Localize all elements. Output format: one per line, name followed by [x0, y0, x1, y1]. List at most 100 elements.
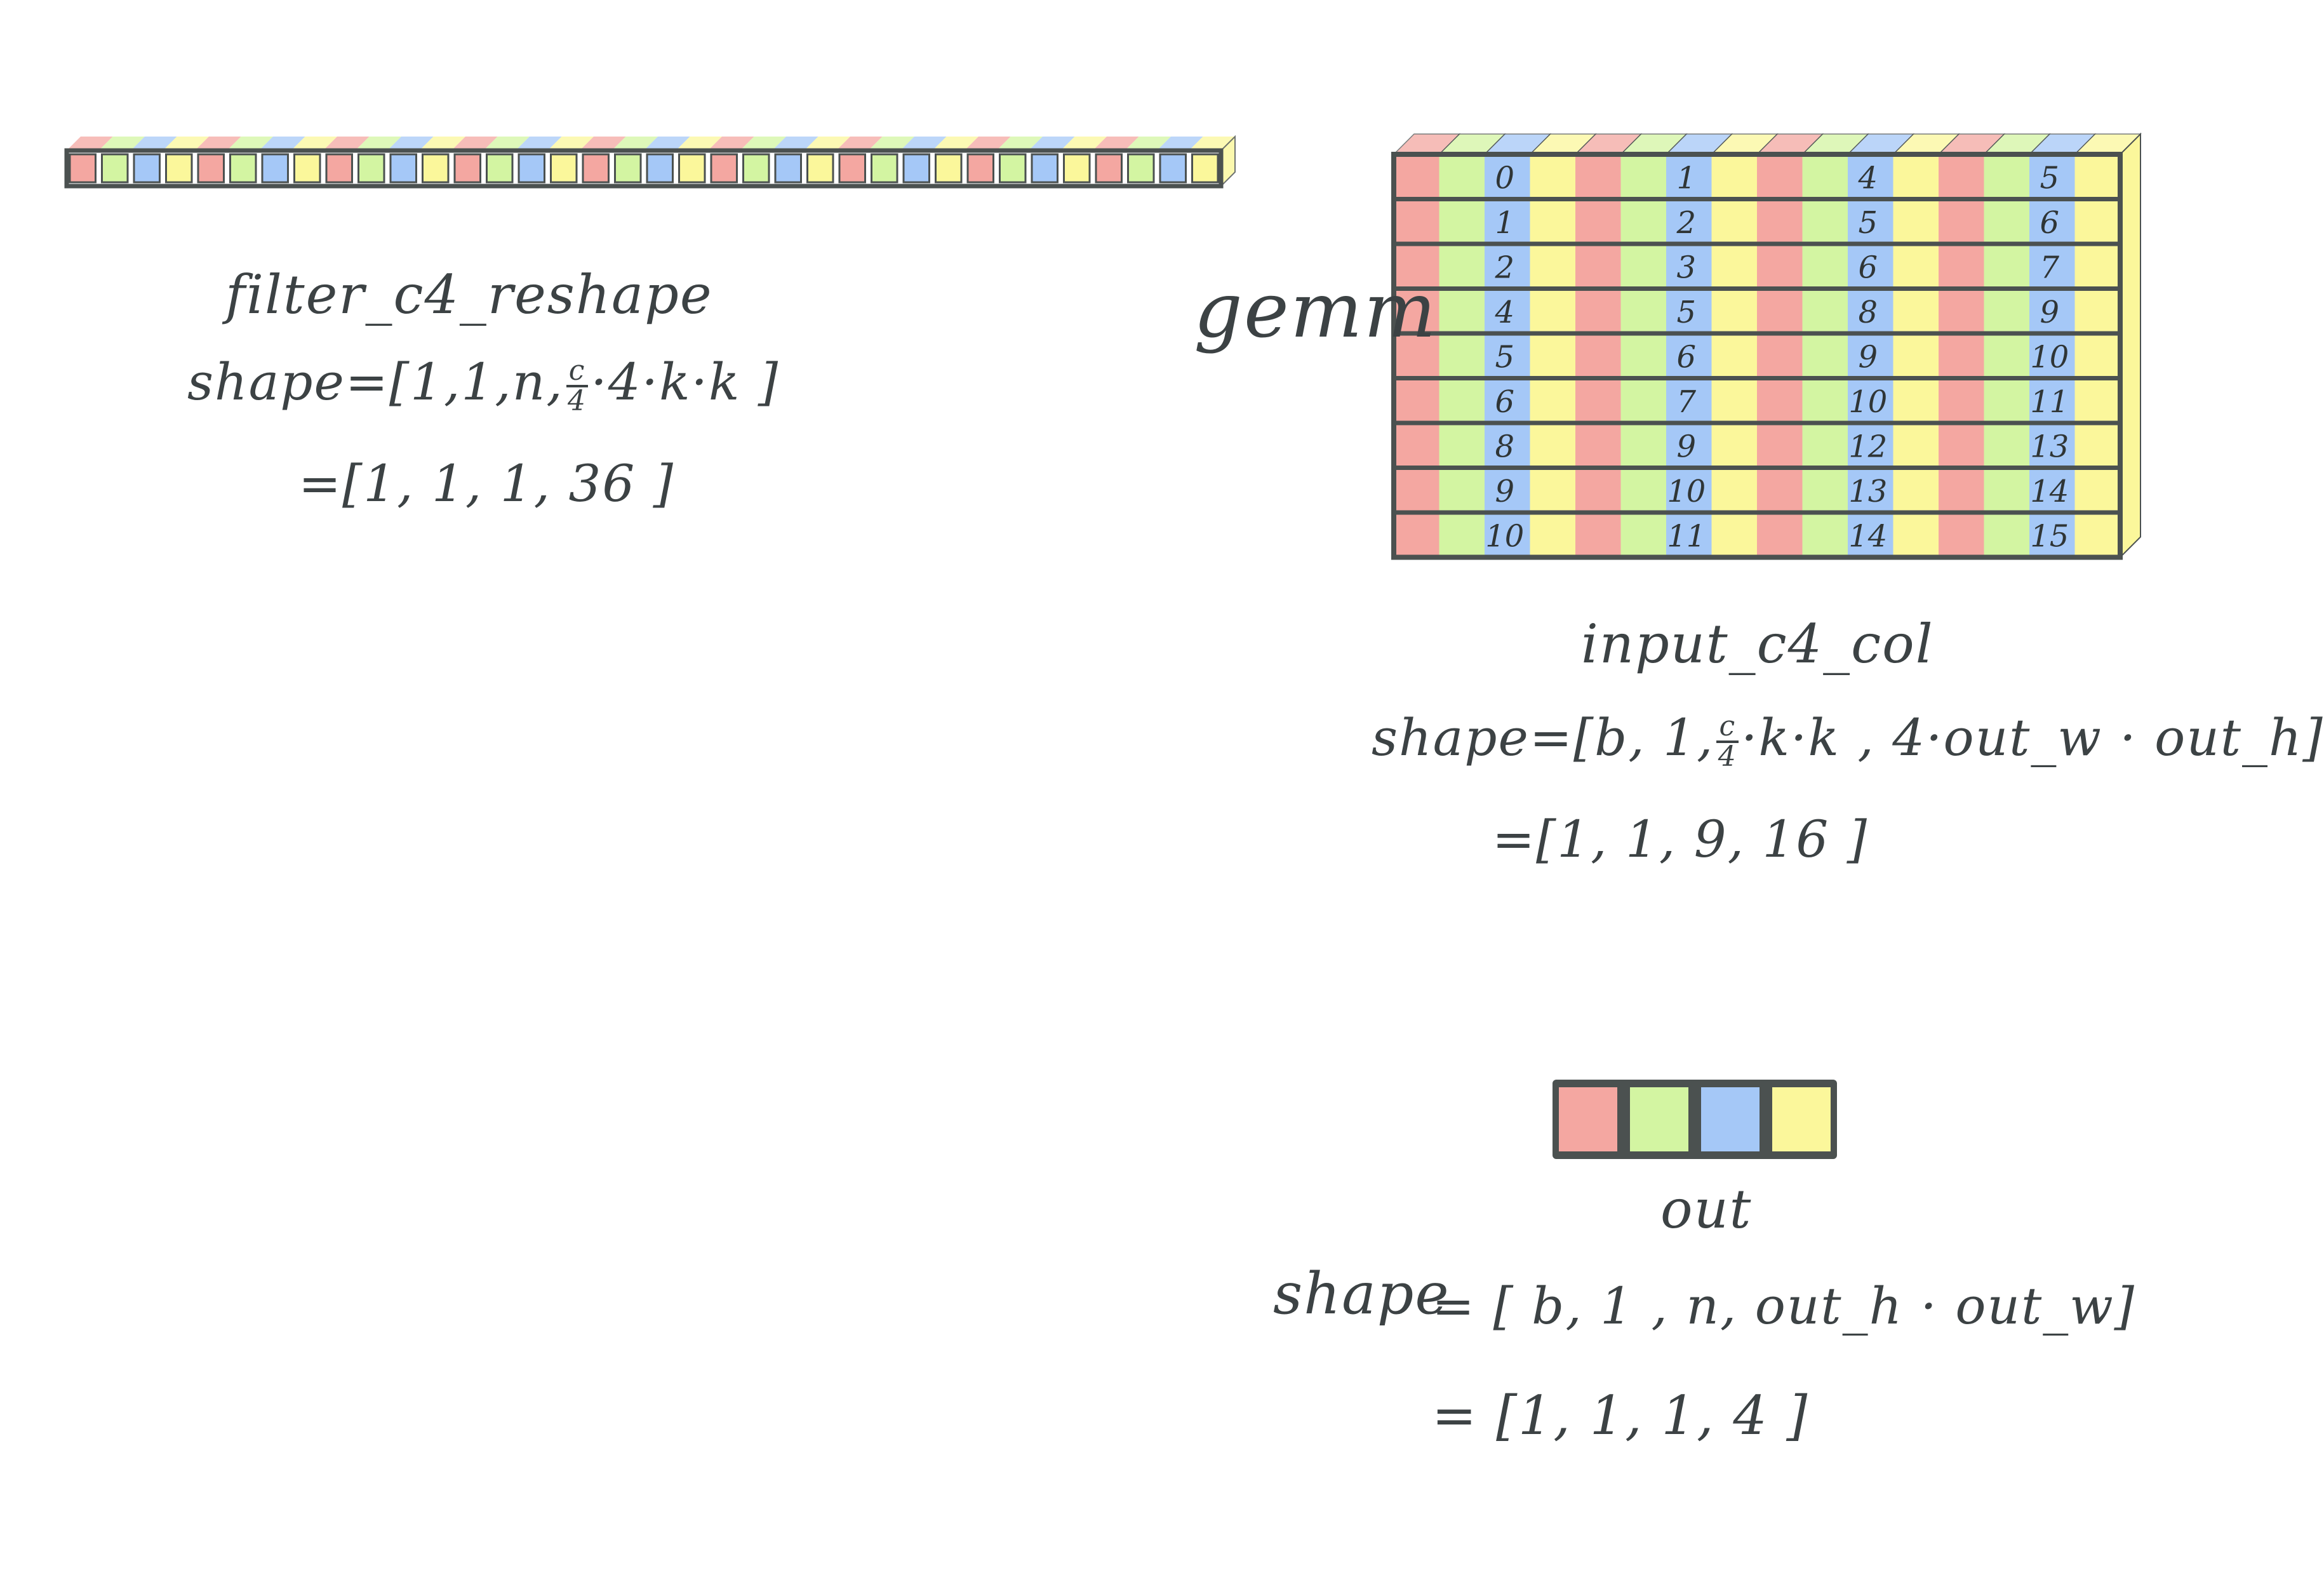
input-cell	[1666, 244, 1712, 289]
input-cell-number: 8	[1858, 295, 1878, 330]
input-cell-number: 6	[1858, 250, 1878, 285]
input-cell	[1984, 244, 2029, 289]
filter-cell	[261, 153, 289, 184]
filter-cell	[902, 153, 930, 184]
input-cell	[1485, 333, 1530, 379]
input-cell	[1394, 378, 1439, 423]
input-cell	[1439, 423, 1485, 468]
input-cell	[1893, 154, 1939, 199]
input-cell	[1984, 199, 2029, 244]
input-cell-number: 11	[2030, 384, 2069, 420]
input-cell	[1757, 423, 1803, 468]
filter-cell	[165, 153, 193, 184]
input-cell	[1802, 244, 1848, 289]
input-cell-number: 14	[2030, 474, 2069, 509]
input-cell	[1757, 288, 1803, 333]
filter-cell-top	[804, 137, 850, 151]
filter-cell-top	[1029, 137, 1075, 151]
input-cell-number: 1	[1495, 205, 1514, 241]
input-cell	[1530, 199, 1575, 244]
input-cell	[1620, 154, 1666, 199]
input-shape-value: =[1, 1, 9, 16 ]	[1492, 810, 1868, 869]
input-cell	[1575, 199, 1621, 244]
input-cell	[1666, 154, 1712, 199]
input-cell-number: 7	[1676, 384, 1696, 420]
input-cell	[1575, 378, 1621, 423]
input-cell-number: 5	[1858, 205, 1878, 241]
input-cell-number: 9	[1676, 429, 1696, 464]
filter-cell	[1095, 153, 1123, 184]
input-cell	[1666, 199, 1712, 244]
input-cell	[1394, 244, 1439, 289]
input-cell	[1485, 154, 1530, 199]
input-cell	[1711, 423, 1757, 468]
filter-cell	[838, 153, 866, 184]
input-cell	[2029, 423, 2075, 468]
input-cell	[1757, 513, 1803, 558]
filter-strip-border	[64, 148, 1224, 189]
input-cell	[1939, 154, 1984, 199]
input-shape-suffix: ·k·k , 4·out_w · out_h]	[1741, 708, 2324, 767]
filter-cell	[999, 153, 1027, 184]
input-cell	[1893, 467, 1939, 513]
input-cell-number: 10	[1848, 384, 1887, 420]
input-cell	[1711, 244, 1757, 289]
input-cell-number: 0	[1495, 160, 1514, 196]
input-cell	[1666, 378, 1712, 423]
input-cell	[1757, 244, 1803, 289]
input-cell	[1620, 333, 1666, 379]
filter-cell-top	[868, 137, 914, 151]
input-cell	[1893, 199, 1939, 244]
input-cell	[1939, 288, 1984, 333]
input-cell	[1802, 467, 1848, 513]
input-cell	[2029, 378, 2075, 423]
filter-frac-numerator: c	[566, 357, 589, 387]
input-cell	[1530, 244, 1575, 289]
input-cell	[1939, 333, 1984, 379]
filter-cell	[197, 153, 225, 184]
input-cell	[1666, 333, 1712, 379]
input-cell	[1620, 199, 1666, 244]
filter-cell	[1063, 153, 1091, 184]
input-cell	[1984, 288, 2029, 333]
input-cell	[1575, 288, 1621, 333]
input-cell	[1802, 199, 1848, 244]
out-cell	[1559, 1087, 1617, 1151]
input-cell-number: 15	[2030, 518, 2069, 554]
filter-cell-top	[195, 137, 241, 151]
filter-cell	[550, 153, 578, 184]
input-cell	[1848, 378, 1893, 423]
input-cell	[1620, 513, 1666, 558]
input-cell	[1394, 333, 1439, 379]
input-cell	[1848, 199, 1893, 244]
filter-cell-top	[419, 137, 465, 151]
input-cell	[1485, 513, 1530, 558]
filter-cell-top	[836, 137, 883, 151]
filter-cell-top	[67, 137, 113, 151]
input-cell-number: 13	[1848, 474, 1887, 509]
input-cell	[1984, 154, 2029, 199]
input-cell-number: 9	[2040, 295, 2059, 330]
input-cell	[2074, 333, 2120, 379]
filter-cell	[935, 153, 963, 184]
input-cell	[1485, 423, 1530, 468]
filter-cell-top	[131, 137, 177, 151]
filter-cell	[710, 153, 738, 184]
filter-cell	[774, 153, 802, 184]
input-cell	[1848, 288, 1893, 333]
input-cell	[1848, 244, 1893, 289]
input-cell	[1757, 378, 1803, 423]
input-cell-number: 10	[1667, 474, 1706, 509]
input-cell	[1848, 513, 1893, 558]
gemm-label: gemm	[1194, 267, 1438, 355]
input-cell	[1439, 154, 1485, 199]
input-cell-number: 14	[1848, 518, 1887, 554]
filter-cell	[486, 153, 514, 184]
input-cell	[1485, 467, 1530, 513]
input-grid-side	[2120, 132, 2141, 559]
filter-cell	[1031, 153, 1058, 184]
input-grid-border	[1391, 152, 2123, 560]
